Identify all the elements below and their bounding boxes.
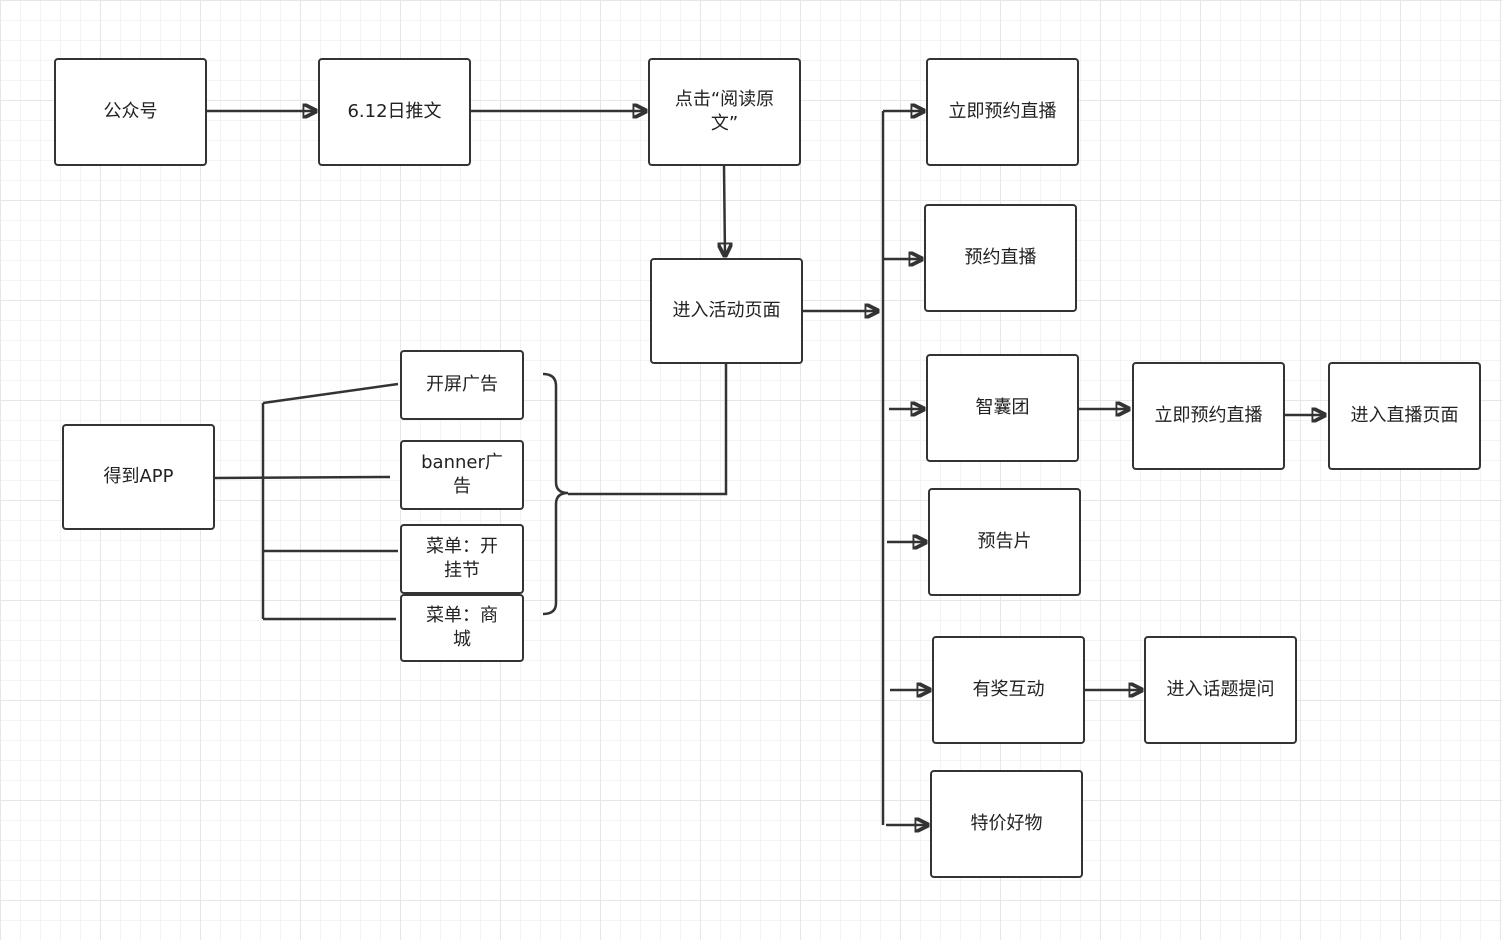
node-yuyue[interactable]: 预约直播: [924, 204, 1077, 312]
node-tuiwen[interactable]: 6.12日推文: [318, 58, 471, 166]
curly-brace: [542, 372, 569, 616]
node-huati[interactable]: 进入话题提问: [1144, 636, 1297, 744]
node-zhinang[interactable]: 智囊团: [926, 354, 1079, 462]
node-kaiping[interactable]: 开屏广告: [400, 350, 524, 420]
edge-dedao-banner: [213, 475, 391, 480]
node-zhibo-page[interactable]: 进入直播页面: [1328, 362, 1481, 470]
edge-brace-huodong: [568, 364, 728, 496]
node-huodong[interactable]: 进入活动页面: [650, 258, 803, 364]
edge-yuedu-huodong: [724, 165, 725, 256]
node-gongzhonghao[interactable]: 公众号: [54, 58, 207, 166]
node-dedao[interactable]: 得到APP: [62, 424, 215, 530]
node-liji-yuyue[interactable]: 立即预约直播: [926, 58, 1079, 166]
node-tejia[interactable]: 特价好物: [930, 770, 1083, 878]
node-yuedu[interactable]: 点击“阅读原文”: [648, 58, 801, 166]
node-zhinang-liji[interactable]: 立即预约直播: [1132, 362, 1285, 470]
node-youjiang[interactable]: 有奖互动: [932, 636, 1085, 744]
node-yugao[interactable]: 预告片: [928, 488, 1081, 596]
edge-dedao-kaiping: [262, 382, 399, 405]
node-banner[interactable]: banner广告: [400, 440, 524, 510]
node-caidan-shangcheng[interactable]: 菜单：商城: [400, 594, 524, 662]
node-caidan-kaigua[interactable]: 菜单：开挂节: [400, 524, 524, 594]
